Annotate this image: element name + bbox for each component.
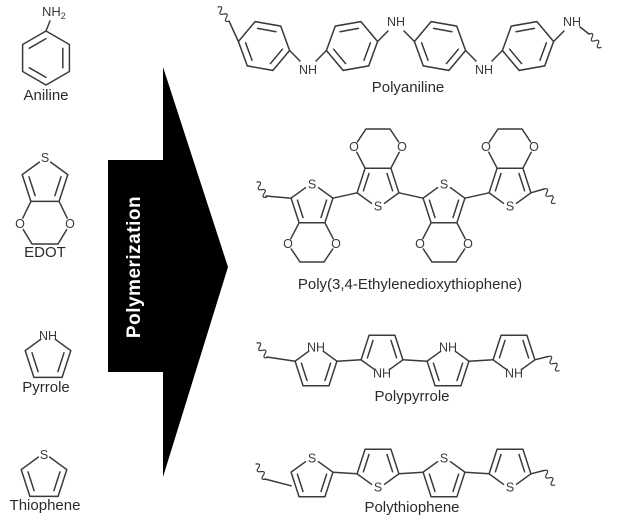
chain-bonds: [266, 355, 549, 362]
polypyrrole-structure: Polypyrrole: [254, 334, 562, 405]
thiophene-unit: [356, 448, 400, 496]
arrow-shape: [108, 67, 228, 477]
nh-atom-label: NH: [475, 63, 493, 77]
pyrrole-ring: NH: [24, 329, 72, 379]
pedot-structure: Poly(3,4-Ethylenedioxythiophene): [254, 128, 558, 293]
thiophene-unit: [290, 450, 334, 498]
nh-atom-label: NH: [387, 15, 405, 29]
bond-truncation-squiggle: [215, 4, 232, 24]
thiophene-ring: S: [21, 151, 69, 203]
chain-bonds: [264, 469, 545, 487]
aniline-label: Aniline: [23, 87, 68, 104]
bond-truncation-squiggle: [545, 354, 562, 373]
polythiophene-structure: Polythiophene: [253, 448, 558, 516]
nh-atom-label: NH: [39, 329, 57, 343]
edot-unit: [282, 176, 342, 263]
benzene-ring: [237, 20, 291, 72]
nh-atom-label: NH: [563, 15, 581, 29]
polymerization-arrow: Polymerization: [108, 67, 228, 477]
nh-atom-label: NH: [299, 63, 317, 77]
pyrrole-label: Pyrrole: [22, 379, 70, 396]
pyrrole-unit: [360, 334, 404, 382]
nh2-group-label: NH2: [42, 4, 66, 21]
sulfur-atom-label: S: [40, 448, 48, 462]
pyrrole-structure: NH Pyrrole: [22, 329, 72, 396]
bond-truncation-squiggle: [253, 462, 269, 482]
benzene-ring: [501, 20, 555, 72]
edot-label: EDOT: [24, 244, 66, 261]
aniline-structure: NH2 Aniline: [21, 4, 71, 104]
bond-truncation-squiggle: [541, 186, 558, 206]
thiophene-structure: S Thiophene: [10, 448, 81, 514]
thiophene-unit: [422, 450, 466, 498]
polythiophene-label: Polythiophene: [364, 499, 459, 516]
bond-truncation-squiggle: [541, 468, 558, 488]
chain-bonds: [228, 20, 590, 62]
edot-unit: [414, 176, 474, 263]
benzene-ring: [413, 20, 467, 72]
benzene-ring: [21, 30, 71, 86]
bond-truncation-squiggle: [586, 31, 604, 50]
pyrrole-unit: [492, 334, 536, 382]
edot-structure: S O O EDOT: [15, 151, 75, 261]
oxygen-atom-label: O: [15, 217, 25, 231]
oxygen-atom-label: O: [65, 217, 75, 231]
sulfur-atom-label: S: [41, 151, 49, 165]
pyrrole-unit: [426, 339, 470, 387]
thiophene-ring: S: [20, 448, 68, 498]
chain-bonds: [265, 188, 545, 199]
pyrrole-unit: [294, 339, 338, 387]
dioxane-ring: O O: [15, 200, 75, 245]
benzene-ring: [325, 20, 379, 72]
pedot-label: Poly(3,4-Ethylenedioxythiophene): [298, 276, 522, 293]
thiophene-unit: [488, 448, 532, 496]
polypyrrole-label: Polypyrrole: [374, 388, 449, 405]
arrow-label: Polymerization: [124, 196, 145, 338]
nh2-bond: [45, 20, 51, 32]
polyaniline-label: Polyaniline: [372, 79, 445, 96]
edot-unit: [348, 128, 408, 215]
edot-unit: [480, 128, 540, 215]
polyaniline-structure: NH NH NH NH Polyaniline: [215, 4, 604, 96]
thiophene-label: Thiophene: [10, 497, 81, 514]
